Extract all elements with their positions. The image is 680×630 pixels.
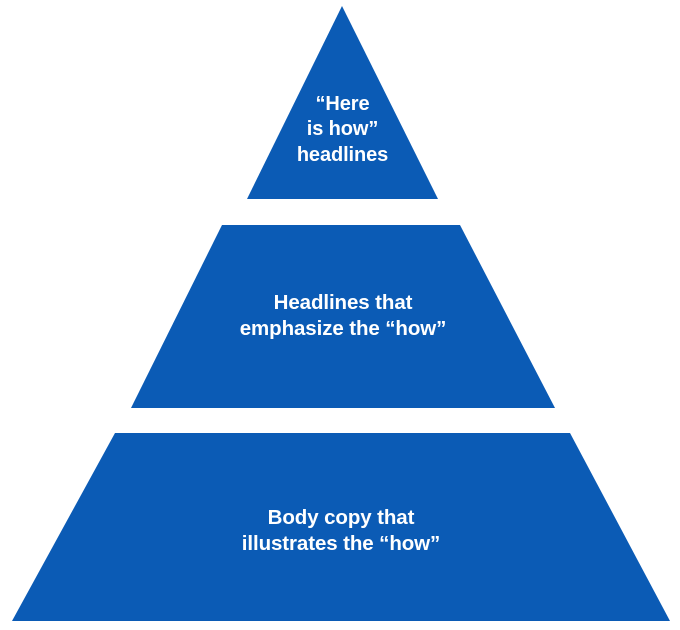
pyramid-tier-middle-shape[interactable] <box>131 225 555 408</box>
pyramid-tier-bottom-shape[interactable] <box>12 433 670 621</box>
pyramid-tier-top-shape[interactable] <box>247 6 438 199</box>
